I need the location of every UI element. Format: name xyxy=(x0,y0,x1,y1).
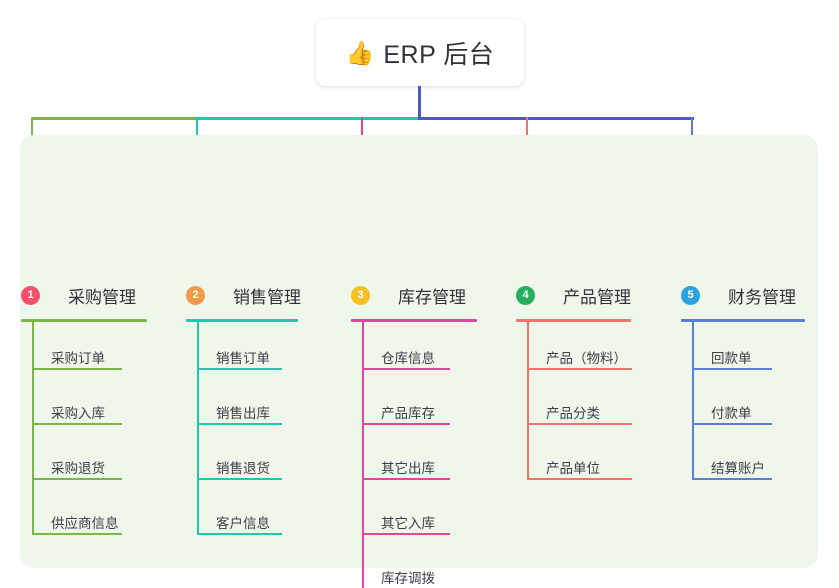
branch-badge-5: 5 xyxy=(681,286,700,305)
leaf-node[interactable]: 采购入库 xyxy=(51,406,105,421)
leaf-node[interactable]: 销售退货 xyxy=(216,461,270,476)
branch-header-3[interactable]: 3 库存管理 xyxy=(351,282,466,308)
leaf-node[interactable]: 回款单 xyxy=(711,351,752,366)
leaf-node[interactable]: 产品（物料） xyxy=(546,351,627,366)
branch-title-5: 财务管理 xyxy=(728,287,796,307)
leaf-node[interactable]: 仓库信息 xyxy=(381,351,435,366)
branches-panel xyxy=(20,135,818,568)
root-trunk-line xyxy=(418,86,421,120)
branch-title-4: 产品管理 xyxy=(563,287,631,307)
leaf-underline xyxy=(362,533,450,535)
branch-drop-3 xyxy=(361,117,363,145)
leaf-underline xyxy=(197,423,282,425)
branch-title-1: 采购管理 xyxy=(68,287,136,307)
leaf-node[interactable]: 产品库存 xyxy=(381,406,435,421)
branch-rail-1 xyxy=(32,322,34,533)
thumbs-up-icon: 👍 xyxy=(345,40,375,66)
leaf-node[interactable]: 客户信息 xyxy=(216,516,270,531)
branch-title-2: 销售管理 xyxy=(233,287,301,307)
leaf-underline xyxy=(527,368,632,370)
leaf-underline xyxy=(692,368,772,370)
leaf-underline xyxy=(692,478,772,480)
branch-header-4[interactable]: 4 产品管理 xyxy=(516,282,631,308)
leaf-underline xyxy=(197,368,282,370)
leaf-underline xyxy=(362,423,450,425)
branch-badge-4: 4 xyxy=(516,286,535,305)
leaf-underline xyxy=(527,423,632,425)
leaf-node[interactable]: 采购订单 xyxy=(51,351,105,366)
branch-rail-4 xyxy=(527,322,529,478)
root-node[interactable]: 👍 ERP 后台 xyxy=(316,19,524,86)
leaf-node[interactable]: 销售出库 xyxy=(216,406,270,421)
branch-rail-5 xyxy=(692,322,694,478)
root-title: ERP 后台 xyxy=(383,40,495,69)
branch-underline-1 xyxy=(21,319,147,322)
leaf-node[interactable]: 其它入库 xyxy=(381,516,435,531)
branch-drop-4 xyxy=(526,117,528,145)
leaf-underline xyxy=(32,368,122,370)
branch-drop-5 xyxy=(691,117,693,145)
leaf-underline xyxy=(362,368,450,370)
leaf-underline xyxy=(362,478,450,480)
leaf-node[interactable]: 供应商信息 xyxy=(51,516,119,531)
branch-rail-2 xyxy=(197,322,199,533)
branch-header-2[interactable]: 2 销售管理 xyxy=(186,282,301,308)
leaf-underline xyxy=(32,423,122,425)
leaf-node[interactable]: 销售订单 xyxy=(216,351,270,366)
branch-underline-4 xyxy=(516,319,631,322)
leaf-node[interactable]: 产品分类 xyxy=(546,406,600,421)
leaf-underline xyxy=(32,478,122,480)
leaf-underline xyxy=(32,533,122,535)
leaf-underline xyxy=(527,478,632,480)
leaf-node[interactable]: 其它出库 xyxy=(381,461,435,476)
bus-segment-3 xyxy=(418,117,694,120)
branch-underline-5 xyxy=(681,319,805,322)
bus-segment-1 xyxy=(31,117,198,120)
branch-badge-1: 1 xyxy=(21,286,40,305)
leaf-underline xyxy=(197,533,282,535)
branch-header-1[interactable]: 1 采购管理 xyxy=(21,282,136,308)
leaf-node[interactable]: 采购退货 xyxy=(51,461,105,476)
branch-header-5[interactable]: 5 财务管理 xyxy=(681,282,796,308)
branch-drop-1 xyxy=(31,117,33,145)
root-node-content: 👍 ERP 后台 xyxy=(346,35,495,71)
branch-badge-3: 3 xyxy=(351,286,370,305)
leaf-underline xyxy=(692,423,772,425)
branch-underline-3 xyxy=(351,319,477,322)
branch-drop-2 xyxy=(196,117,198,145)
leaf-node[interactable]: 产品单位 xyxy=(546,461,600,476)
branch-rail-3 xyxy=(362,322,364,588)
leaf-underline xyxy=(197,478,282,480)
leaf-node[interactable]: 付款单 xyxy=(711,406,752,421)
bus-segment-2 xyxy=(196,117,420,120)
branch-badge-2: 2 xyxy=(186,286,205,305)
branch-underline-2 xyxy=(186,319,298,322)
leaf-node[interactable]: 结算账户 xyxy=(711,461,765,476)
branch-title-3: 库存管理 xyxy=(398,287,466,307)
leaf-node[interactable]: 库存调拨 xyxy=(381,571,435,586)
